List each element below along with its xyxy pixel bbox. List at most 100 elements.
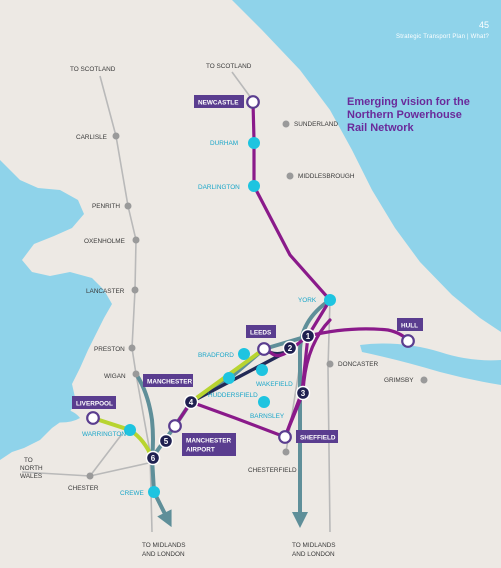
grimsby-label: GRIMSBY: [384, 377, 414, 384]
manchester-airport-label-2: AIRPORT: [186, 447, 215, 454]
carlisle-label: CARLISLE: [76, 134, 107, 141]
station-york: [324, 294, 336, 306]
middlesbrough-label: MIDDLESBROUGH: [298, 173, 355, 180]
hub-5-label: 5: [164, 437, 169, 446]
mersey-estuary: [0, 407, 80, 428]
map-title-line-2: Northern Powerhouse: [347, 109, 462, 121]
hull-label: HULL: [401, 323, 418, 330]
oxenholme-label: OXENHOLME: [84, 238, 125, 245]
label-boxes: [72, 95, 423, 456]
preston-label: PRESTON: [94, 346, 125, 353]
new-stations: [124, 137, 336, 498]
station-wakefield: [256, 364, 268, 376]
station-warrington: [124, 424, 136, 436]
manchester-label: MANCHESTER: [147, 379, 192, 386]
chesterfield-label: CHESTERFIELD: [248, 467, 297, 474]
hub-3-label: 3: [301, 389, 306, 398]
station-chesterfield: [282, 448, 290, 456]
to-scotland-east-label: TO SCOTLAND: [206, 63, 252, 70]
darlington-label: DARLINGTON: [198, 184, 240, 191]
hub-1-label: 1: [306, 332, 311, 341]
hull-box: [397, 318, 423, 331]
station-wigan: [132, 370, 140, 378]
huddersfield-label: HUDDERSFIELD: [208, 392, 258, 399]
station-lancaster: [131, 286, 139, 294]
hub-3: 3: [295, 385, 311, 401]
to-midlands-east-label-2: AND LONDON: [292, 551, 335, 558]
station-crewe: [148, 486, 160, 498]
hub-4: 4: [183, 394, 199, 410]
map-title-line-3: Rail Network: [347, 122, 414, 134]
station-oxenholme: [132, 236, 140, 244]
map-title: Emerging vision for the Northern Powerho…: [347, 96, 497, 135]
page-number: 45: [478, 20, 489, 30]
to-midlands-west-label-2: AND LONDON: [142, 551, 185, 558]
doncaster-label: DONCASTER: [338, 361, 379, 368]
to-midlands-east-label-1: TO MIDLANDS: [292, 542, 336, 549]
station-chester: [86, 472, 94, 480]
warrington-label: WARRINGTON: [82, 431, 126, 438]
station-darlington: [248, 180, 260, 192]
station-newcastle: [246, 95, 260, 109]
station-barnsley: [258, 396, 270, 408]
station-penrith: [124, 202, 132, 210]
station-durham: [248, 137, 260, 149]
york-label: YORK: [298, 297, 317, 304]
station-sheffield: [278, 430, 292, 444]
wigan-label: WIGAN: [104, 373, 126, 380]
barnsley-label: BARNSLEY: [250, 413, 285, 420]
leeds-box: [246, 325, 276, 338]
hub-6: 6: [145, 450, 161, 466]
hub-2: 2: [282, 340, 298, 356]
manchester-airport-box: [182, 433, 236, 456]
hub-1: 1: [300, 328, 316, 344]
crewe-label: CREWE: [120, 490, 144, 497]
station-huddersfield: [223, 372, 235, 384]
leeds-label: LEEDS: [250, 330, 272, 337]
to-north-wales-label-1: TO: [24, 457, 33, 464]
humber-estuary: [360, 343, 501, 385]
station-hull: [401, 334, 415, 348]
station-preston: [128, 344, 136, 352]
hub-6-label: 6: [151, 454, 156, 463]
sheffield-label: SHEFFIELD: [300, 435, 336, 442]
to-scotland-west-label: TO SCOTLAND: [70, 66, 116, 73]
bradford-label: BRADFORD: [198, 352, 234, 359]
hubs: 1 2 3 4 5 6: [145, 328, 316, 466]
manchester-airport-label-1: MANCHESTER: [186, 438, 231, 445]
wakefield-label: WAKEFIELD: [256, 381, 293, 388]
sheffield-box: [296, 430, 338, 443]
section-title: Strategic Transport Plan | What?: [396, 34, 489, 40]
hub-4-label: 4: [189, 398, 194, 407]
major-stations: [86, 95, 415, 444]
minor-stations: [86, 120, 428, 480]
station-leeds: [257, 342, 271, 356]
liverpool-box: [72, 396, 116, 409]
hub-5: 5: [158, 433, 174, 449]
map-title-line-1: Emerging vision for the: [347, 96, 470, 108]
newcastle-label: NEWCASTLE: [198, 100, 239, 107]
station-manchester-airport: [168, 419, 182, 433]
newcastle-box: [194, 95, 244, 108]
station-bradford: [238, 348, 250, 360]
station-sunderland: [282, 120, 290, 128]
chester-label: CHESTER: [68, 485, 99, 492]
penrith-label: PENRITH: [92, 203, 120, 210]
station-doncaster: [326, 360, 334, 368]
to-north-wales-label-3: WALES: [20, 473, 42, 480]
durham-label: DURHAM: [210, 140, 238, 147]
station-middlesbrough: [286, 172, 294, 180]
station-carlisle: [112, 132, 120, 140]
to-north-wales-label-2: NORTH: [20, 465, 43, 472]
sunderland-label: SUNDERLAND: [294, 121, 338, 128]
station-grimsby: [420, 376, 428, 384]
manchester-box: [143, 374, 193, 387]
liverpool-label: LIVERPOOL: [76, 401, 113, 408]
hub-2-label: 2: [288, 344, 293, 353]
lancaster-label: LANCASTER: [86, 288, 125, 295]
station-liverpool: [86, 411, 100, 425]
to-midlands-west-label-1: TO MIDLANDS: [142, 542, 186, 549]
